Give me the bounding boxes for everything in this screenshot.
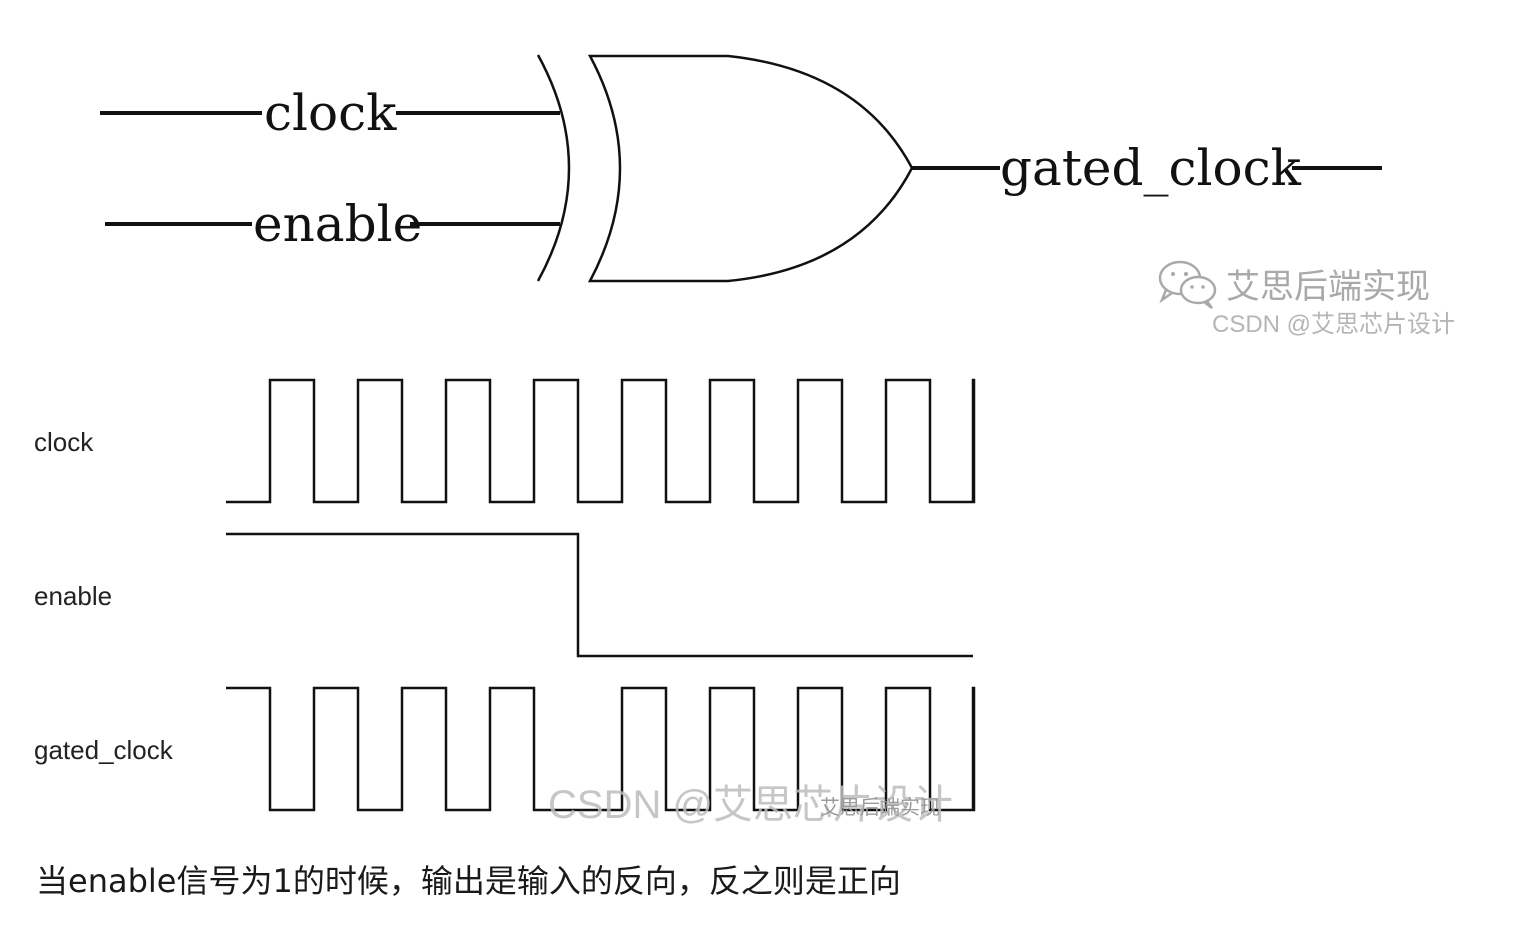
wechat-watermark: 艾思后端实现 CSDN @艾思芯片设计 (1158, 260, 1455, 338)
gated-clock-output-label: gated_clock (1000, 139, 1302, 197)
xor-clock-gating-figure: clock enable gated_clock 艾思后端实现 CSDN @艾思… (34, 54, 1455, 827)
gated-clock-waveform (226, 686, 976, 812)
enable-input-label: enable (253, 195, 422, 253)
overlay-small-watermark: 艾思后端实现 (820, 796, 940, 819)
clock-input-label: clock (264, 84, 397, 142)
wechat-account-watermark: 艾思后端实现 (1226, 267, 1430, 307)
clock-trace-label: clock (34, 427, 94, 457)
timing-diagram: clock enable gated_clock (34, 378, 976, 812)
xor-input-arc (536, 54, 571, 282)
enable-trace-label: enable (34, 581, 112, 611)
csdn-watermark-top: CSDN @艾思芯片设计 (1212, 311, 1455, 338)
caption-text: 当enable信号为1的时候，输出是输入的反向，反之则是正向 (36, 862, 901, 900)
clock-waveform (226, 378, 976, 504)
gated-clock-trace-label: gated_clock (34, 735, 174, 765)
csdn-watermark-overlay: CSDN @艾思芯片设计 (548, 783, 953, 827)
csdn-overlay-watermark: CSDN @艾思芯片设计 艾思后端实现 (548, 783, 953, 827)
enable-waveform (226, 532, 973, 658)
xor-gate-schematic: clock enable gated_clock (100, 54, 1382, 283)
xor-gate-body (587, 54, 914, 283)
wechat-icon (1158, 260, 1217, 309)
